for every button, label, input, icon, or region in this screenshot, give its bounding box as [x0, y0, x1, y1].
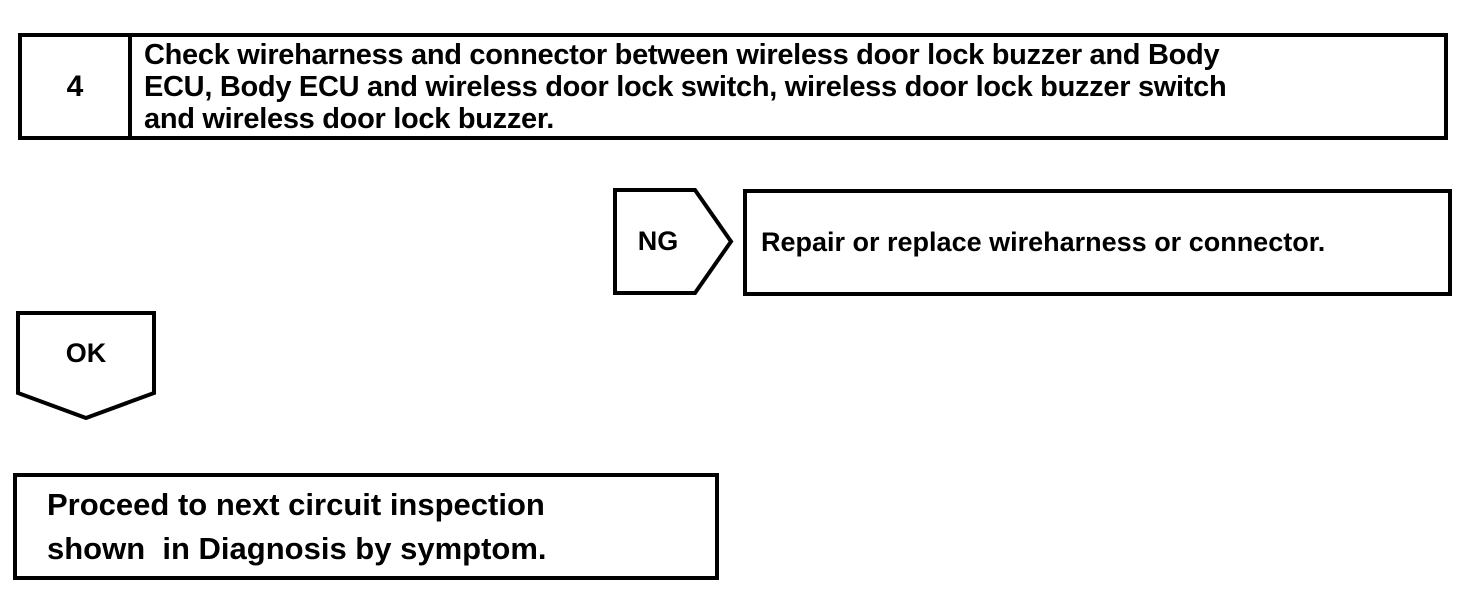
ok-connector-label: OK — [18, 313, 154, 393]
instruction-line: and wireless door lock buzzer. — [144, 102, 555, 135]
step-number: 4 — [66, 69, 84, 103]
proceed-line: shown in Diagnosis by symptom. — [47, 530, 547, 566]
ng-action-text: Repair or replace wireharness or connect… — [761, 227, 1326, 257]
ng-connector-label: NG — [617, 190, 699, 293]
proceed-line: Proceed to next circuit inspection — [47, 486, 545, 522]
step-number-cell: 4 — [22, 37, 132, 136]
ok-arrow-shape — [16, 311, 156, 421]
ng-arrow-shape — [613, 188, 734, 295]
ng-action-box: Repair or replace wireharness or connect… — [743, 189, 1452, 296]
step-instruction: Check wireharness and connector between … — [132, 37, 1444, 136]
step-box: 4 Check wireharness and connector betwee… — [18, 33, 1448, 140]
instruction-line: ECU, Body ECU and wireless door lock swi… — [144, 70, 1227, 103]
ok-label-text: OK — [65, 337, 107, 368]
proceed-box: Proceed to next circuit inspection shown… — [13, 473, 719, 580]
ng-label-text: NG — [637, 226, 679, 256]
instruction-line: Check wireharness and connector between … — [144, 38, 1220, 71]
